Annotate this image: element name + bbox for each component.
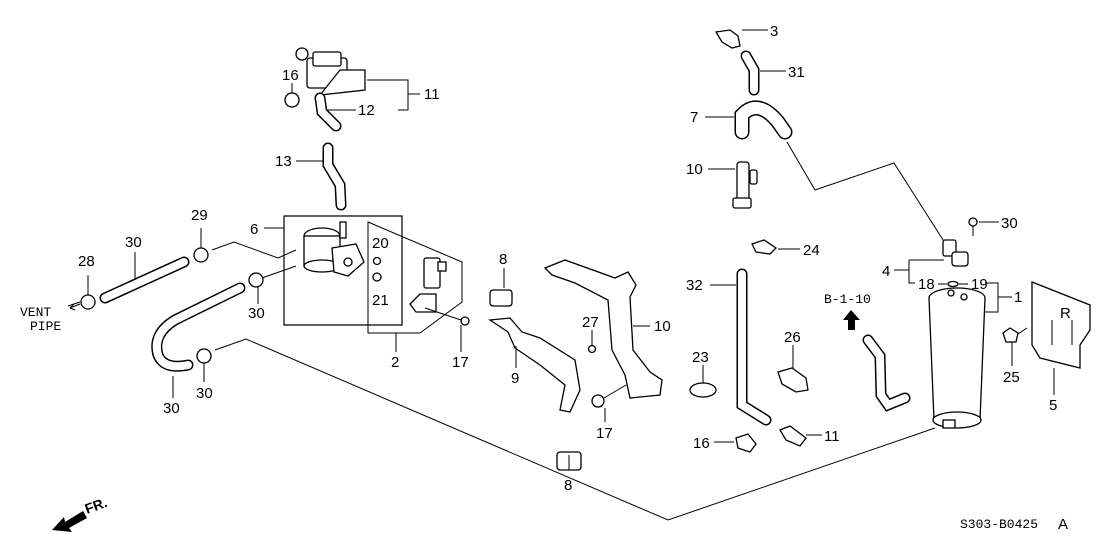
part-16-nut[interactable] (284, 92, 300, 108)
callout-13[interactable]: 11 (424, 86, 440, 103)
vent-pipe-label-line2: PIPE (30, 319, 61, 334)
callout-5[interactable]: 5 (1049, 397, 1057, 414)
callout-20[interactable]: 20 (372, 235, 389, 252)
part-26-screw[interactable] (587, 344, 597, 354)
part-8-cushion-top[interactable] (489, 289, 513, 307)
front-direction-arrow-icon (52, 511, 87, 532)
callout-14[interactable]: 12 (358, 102, 375, 119)
callout-30-c[interactable]: 30 (248, 305, 265, 322)
leader-13 (367, 79, 409, 111)
reference-label[interactable]: B-1-10 (824, 292, 871, 307)
reference-up-arrow-icon (843, 310, 860, 330)
part-23-clip[interactable] (751, 239, 778, 255)
part-16-nut-bottom[interactable] (591, 394, 605, 408)
part-6-valve[interactable] (303, 221, 365, 277)
callout-21[interactable]: 21 (372, 292, 389, 309)
part-27-screw[interactable] (968, 217, 978, 227)
callout-8-top[interactable]: 8 (499, 251, 507, 268)
callout-30-b[interactable]: 29 (191, 207, 208, 224)
callout-30-a[interactable]: 28 (78, 253, 95, 270)
diagram-code: S303-B0425 (960, 517, 1038, 532)
bracket-mark-r: R (1060, 305, 1071, 322)
part-30-clamp-d[interactable] (196, 348, 212, 364)
bracket-box-6 (283, 215, 403, 326)
bracket-box-2 (367, 221, 463, 334)
part-3-connector[interactable] (714, 29, 741, 49)
part-11-valve[interactable] (732, 161, 758, 209)
front-indicator-label: FR. (83, 494, 110, 517)
part-1-canister[interactable] (928, 287, 986, 429)
callout-1[interactable]: 1 (1014, 289, 1022, 306)
diagram-revision: A (1058, 516, 1068, 533)
callout-7[interactable]: 7 (690, 109, 698, 126)
part-4-valve[interactable] (942, 239, 969, 267)
callout-24[interactable]: 26 (784, 329, 801, 346)
part-30-clamp-b[interactable] (193, 247, 209, 263)
callout-22[interactable]: 23 (692, 349, 709, 366)
callout-30-d[interactable]: 30 (196, 385, 213, 402)
callout-17[interactable]: 16 (693, 435, 710, 452)
callout-16-bottom[interactable]: 17 (596, 425, 613, 442)
part-24-clip[interactable] (777, 367, 809, 393)
part-17-clip[interactable] (735, 433, 757, 453)
part-18-screw[interactable] (460, 316, 470, 326)
part-30-clamp-c[interactable] (248, 272, 264, 288)
callout-4[interactable]: 4 (882, 263, 890, 280)
part-9-bracket[interactable] (488, 317, 581, 413)
callout-19-right[interactable]: 19 (971, 276, 988, 293)
part-19-washer[interactable] (947, 280, 959, 288)
callout-32[interactable]: 32 (686, 277, 703, 294)
callout-2[interactable]: 2 (391, 354, 399, 371)
callout-6[interactable]: 6 (250, 221, 258, 238)
callout-12[interactable]: 11 (824, 428, 840, 445)
part-21-washer[interactable] (372, 272, 382, 282)
vent-pipe-label-line1: VENT (20, 305, 51, 320)
callout-3[interactable]: 3 (770, 23, 778, 40)
callout-28[interactable]: 30 (125, 234, 142, 251)
callout-15[interactable]: 13 (275, 153, 292, 170)
callout-25[interactable]: 25 (1003, 369, 1020, 386)
callout-23[interactable]: 24 (803, 242, 820, 259)
callout-18[interactable]: 17 (452, 354, 469, 371)
part-30-clamp-a[interactable] (80, 294, 96, 310)
part-12-fitting[interactable] (779, 425, 807, 447)
callout-29[interactable]: 30 (163, 400, 180, 417)
callout-27[interactable]: 30 (1001, 215, 1018, 232)
callout-31[interactable]: 31 (788, 64, 805, 81)
connection-line-7-to-4 (786, 141, 946, 244)
callout-11[interactable]: 10 (686, 161, 703, 178)
part-22-ring[interactable] (689, 382, 717, 398)
callout-9[interactable]: 9 (511, 370, 519, 387)
callout-16-top[interactable]: 16 (282, 67, 299, 84)
part-2-solenoid[interactable] (409, 257, 447, 313)
part-13-solenoid[interactable] (295, 47, 366, 96)
part-10-bracket[interactable] (543, 259, 663, 399)
part-20-washer[interactable] (372, 256, 382, 266)
callout-8-bottom[interactable]: 8 (564, 477, 572, 494)
part-25-bolt[interactable] (1002, 327, 1019, 343)
connection-line-30-to-6b (261, 265, 297, 279)
part-5-bracket[interactable] (1031, 281, 1091, 369)
callout-26[interactable]: 27 (582, 314, 599, 331)
callout-19-left[interactable]: 18 (918, 276, 935, 293)
connection-line-30-to-6 (211, 241, 297, 259)
connection-line-29-to-canister (214, 338, 936, 521)
callout-10[interactable]: 10 (654, 318, 671, 335)
